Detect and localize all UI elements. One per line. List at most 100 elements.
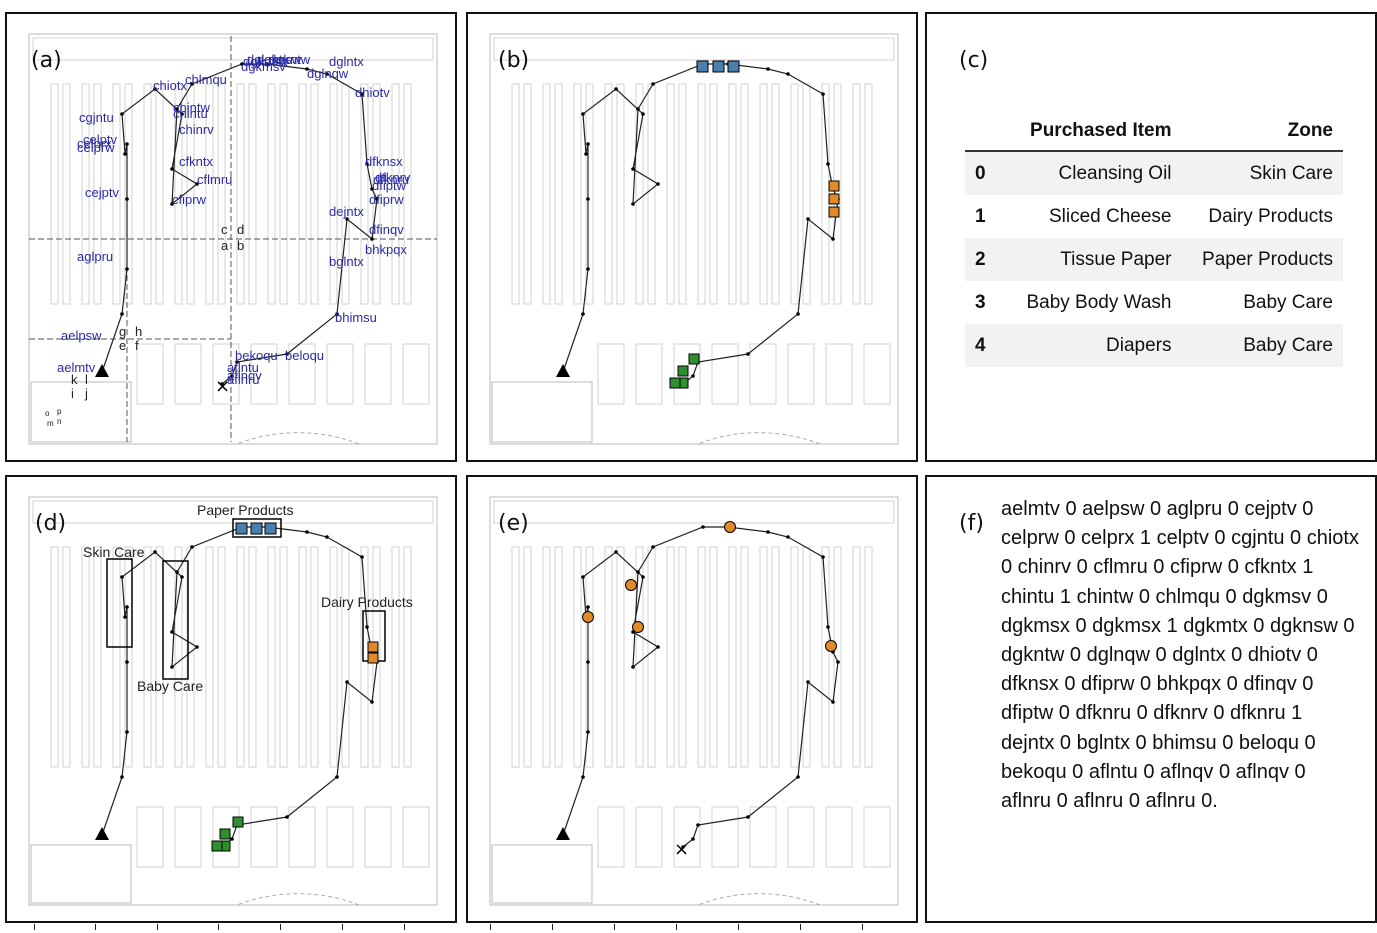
green-item-square: [232, 816, 244, 828]
store-map-e: ×: [489, 496, 899, 906]
path-node: [370, 237, 374, 241]
shelf: [124, 546, 133, 768]
start-marker: [556, 364, 570, 377]
path-node: [636, 107, 640, 111]
store-outline: [28, 496, 438, 906]
path-node: [631, 167, 635, 171]
node-label: cfiprw: [172, 192, 207, 207]
node-label: dgkmsv: [241, 59, 286, 74]
shelf: [267, 83, 276, 305]
checkout-counter: [673, 343, 701, 405]
panel-label: (d): [35, 511, 67, 536]
shelf: [298, 546, 307, 768]
checkout-counter: [326, 806, 354, 868]
path-node: [746, 815, 750, 819]
shelf: [554, 546, 563, 768]
shelf: [341, 83, 350, 305]
path-node: [125, 267, 129, 271]
shelf: [709, 546, 718, 768]
path-node: [641, 112, 645, 116]
path-node: [335, 312, 339, 316]
node-label: aflnru: [227, 372, 260, 387]
entrance-room: [491, 844, 593, 904]
zone-letter: d: [237, 222, 244, 237]
path-node: [305, 67, 309, 71]
path-node: [821, 92, 825, 96]
path-node: [581, 575, 585, 579]
tick-mark: [738, 924, 739, 930]
panel-e: × (e): [466, 475, 918, 923]
shelf: [802, 546, 811, 768]
path-node: [345, 680, 349, 684]
path-node: [125, 660, 129, 664]
shelf: [697, 546, 706, 768]
shelf: [523, 546, 532, 768]
checkout-counter: [673, 806, 701, 868]
shelf: [604, 546, 613, 768]
shelf: [329, 546, 338, 768]
tick-mark: [862, 924, 863, 930]
node-label: cejptv: [85, 185, 119, 200]
shelf: [647, 83, 656, 305]
dashed-arc: [236, 432, 360, 445]
zone: Paper Products: [1181, 238, 1343, 281]
axis-ticks: [0, 924, 1377, 933]
checkout-counter: [749, 343, 777, 405]
node-label: dgknsw: [257, 52, 302, 67]
shelf: [573, 83, 582, 305]
item-circle: [724, 521, 736, 533]
path-node: [153, 550, 157, 554]
shelf: [81, 83, 90, 305]
table-header-row: Purchased Item Zone: [965, 114, 1343, 152]
item-circle: [825, 640, 837, 652]
tick-mark: [157, 924, 158, 930]
item-circle: [582, 611, 594, 623]
shelf: [759, 83, 768, 305]
tick-mark: [342, 924, 343, 930]
checkout-counter: [863, 806, 891, 868]
node-label: celptv: [83, 132, 117, 147]
table-header: [965, 114, 1005, 152]
path-node: [120, 312, 124, 316]
shelf: [771, 83, 780, 305]
shelf: [821, 83, 830, 305]
shelf: [740, 546, 749, 768]
shelf: [585, 546, 594, 768]
path-node: [586, 142, 590, 146]
shelf: [155, 83, 164, 305]
store-map-b: [489, 33, 899, 445]
table-row: 0 Cleansing Oil Skin Care: [965, 151, 1343, 195]
dairy-item-square: [828, 180, 840, 192]
tick-mark: [34, 924, 35, 930]
panel-label: (f): [959, 511, 984, 536]
path-node: [190, 545, 194, 549]
zone-letter: p: [57, 407, 62, 416]
shelf: [864, 83, 873, 305]
node-label: aglpru: [77, 249, 113, 264]
green-item-square: [677, 365, 689, 377]
path-node: [285, 815, 289, 819]
path-node: [586, 267, 590, 271]
path-node: [190, 82, 194, 86]
shelf: [740, 83, 749, 305]
tick-mark: [552, 924, 553, 930]
node-label: dglntx: [329, 54, 364, 69]
path-node: [806, 680, 810, 684]
checkout-counter: [597, 343, 625, 405]
shelf: [635, 546, 644, 768]
node-label: dfknru: [373, 172, 409, 187]
zone-letter: a: [221, 238, 229, 253]
path-node: [180, 112, 184, 116]
path-node: [656, 182, 660, 186]
path-node: [586, 197, 590, 201]
zone: Baby Care: [1243, 291, 1333, 313]
path-node: [335, 775, 339, 779]
node-label: dejntx: [329, 204, 364, 219]
table-row: 2 Tissue Paper Paper Products: [965, 238, 1343, 281]
path-node: [831, 237, 835, 241]
tick-mark: [404, 924, 405, 930]
zone-letter: j: [84, 386, 88, 401]
path-node: [360, 92, 364, 96]
shelf: [143, 546, 152, 768]
shelf: [50, 83, 59, 305]
